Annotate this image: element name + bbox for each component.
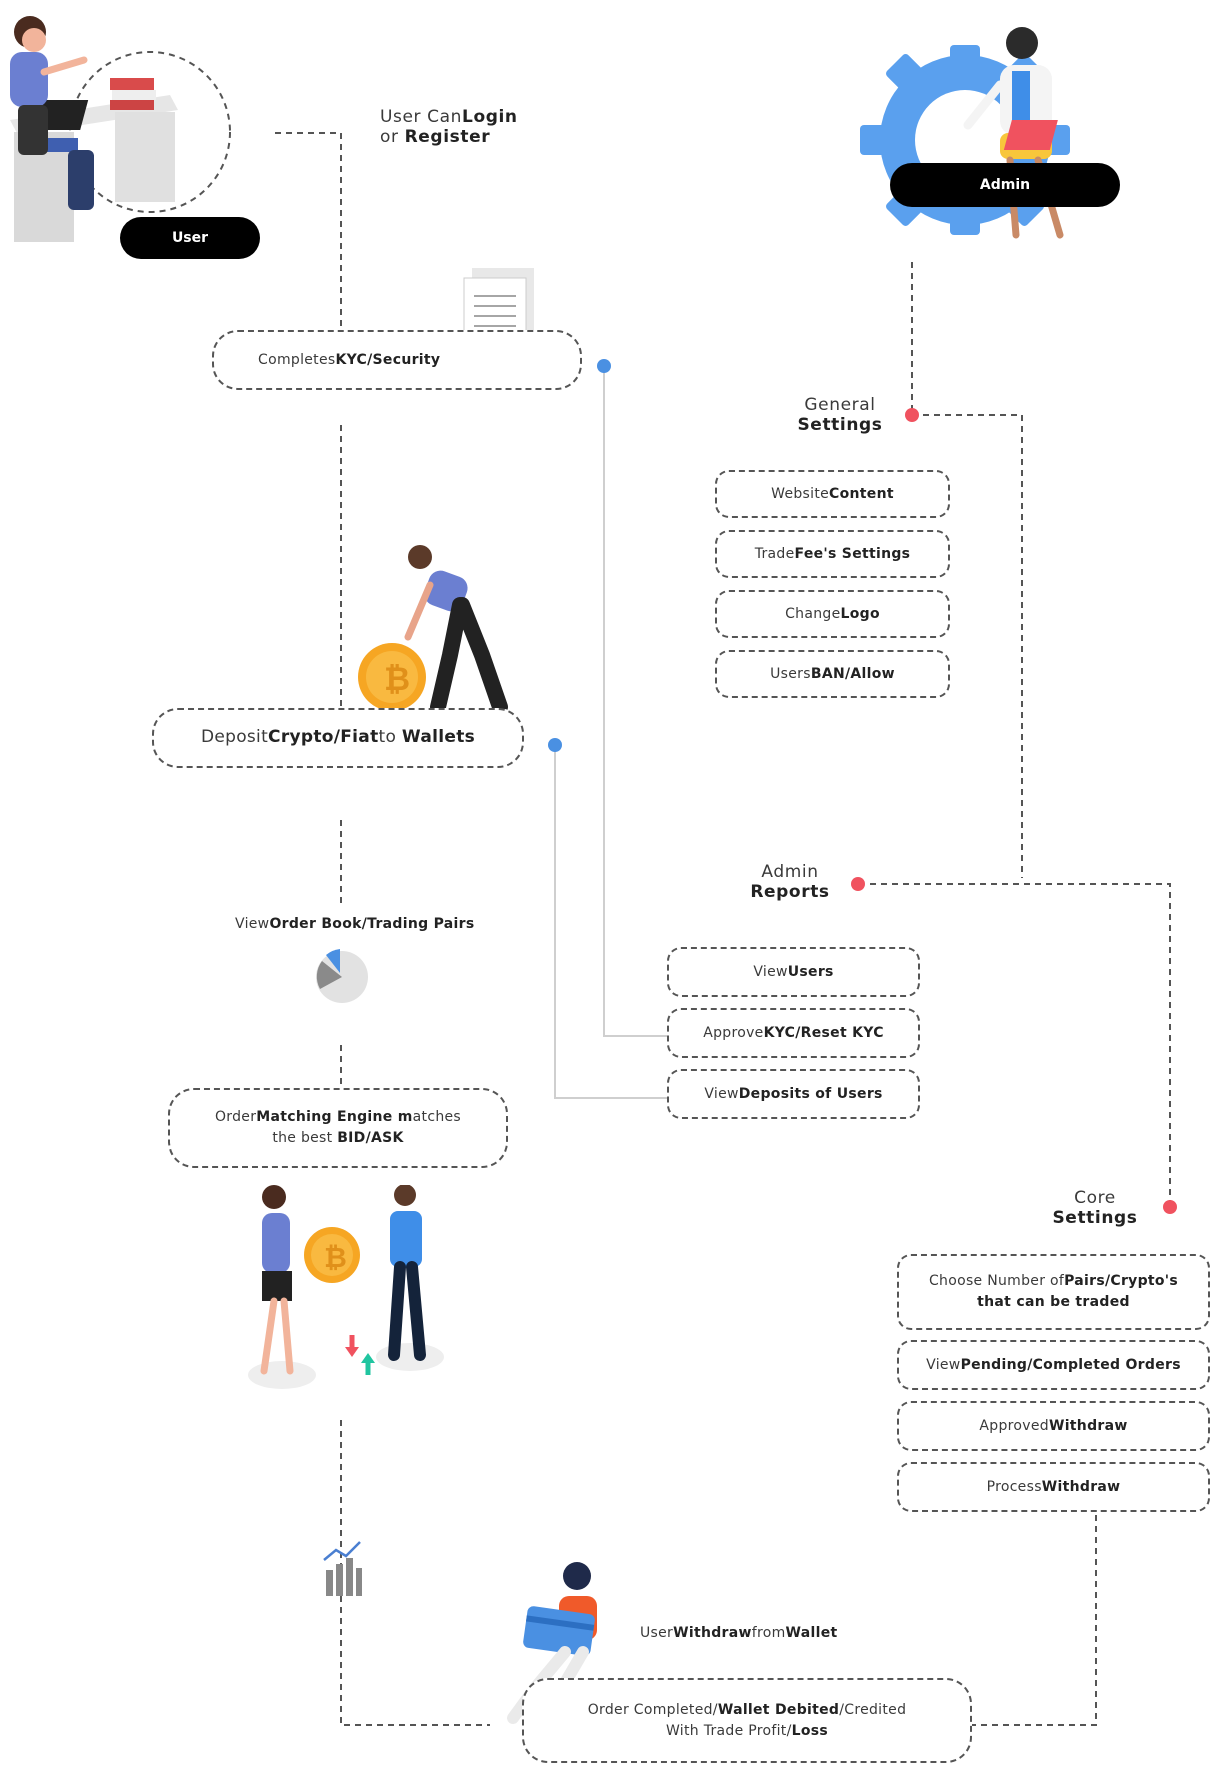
connector-general-reports — [912, 414, 1023, 878]
connector-core-completed — [970, 1512, 1097, 1726]
general-item-change-logo: ChangeLogo — [715, 590, 950, 638]
withdraw-label: UserWithdrawfromWallet — [640, 1625, 838, 1641]
connector-user-kyc — [275, 132, 342, 332]
connector-chart-completed — [340, 1420, 490, 1726]
core-settings-dot — [1163, 1200, 1177, 1214]
kyc-dot — [597, 359, 611, 373]
pie-chart-icon — [316, 949, 368, 1003]
general-settings-dot — [905, 408, 919, 422]
trade-people-illustration: ₿ — [248, 1185, 444, 1389]
deposit-person-coin-illustration: ₿ — [358, 545, 508, 715]
admin-gear-illustration — [860, 27, 1070, 239]
general-item-trade-fee: TradeFee's Settings — [715, 530, 950, 578]
completed-box: Order Completed/Wallet Debited/Credited … — [522, 1678, 972, 1763]
report-item-view-deposits: ViewDeposits of Users — [667, 1069, 920, 1119]
svg-text:₿: ₿ — [324, 1241, 347, 1274]
core-item-approved-withdraw: ApprovedWithdraw — [897, 1401, 1210, 1451]
user-desk-illustration — [10, 16, 231, 242]
report-item-approve-kyc: ApproveKYC/Reset KYC — [667, 1008, 920, 1058]
deposit-box: DepositCrypto/Fiatto Wallets — [152, 708, 524, 768]
connector-deposit-view — [554, 745, 668, 1099]
general-item-users-ban: UsersBAN/Allow — [715, 650, 950, 698]
report-item-view-users: ViewUsers — [667, 947, 920, 997]
orderbook-label: ViewOrder Book/Trading Pairs — [235, 916, 475, 932]
core-item-process-withdraw: ProcessWithdraw — [897, 1462, 1210, 1512]
general-item-website-content: WebsiteContent — [715, 470, 950, 518]
user-pill: User — [120, 217, 260, 259]
connector-kyc-approve — [603, 366, 668, 1037]
matching-box: OrderMatching Engine matches the best BI… — [168, 1088, 508, 1168]
bar-chart-icon — [323, 1541, 362, 1596]
svg-text:₿: ₿ — [384, 660, 410, 698]
connector-reports-core — [870, 883, 1171, 1205]
deposit-dot — [548, 738, 562, 752]
admin-pill: Admin — [890, 163, 1120, 207]
core-item-view-orders: ViewPending/Completed Orders — [897, 1340, 1210, 1390]
user-login-label: User CanLogin or Register — [380, 107, 518, 148]
admin-reports-dot — [851, 877, 865, 891]
